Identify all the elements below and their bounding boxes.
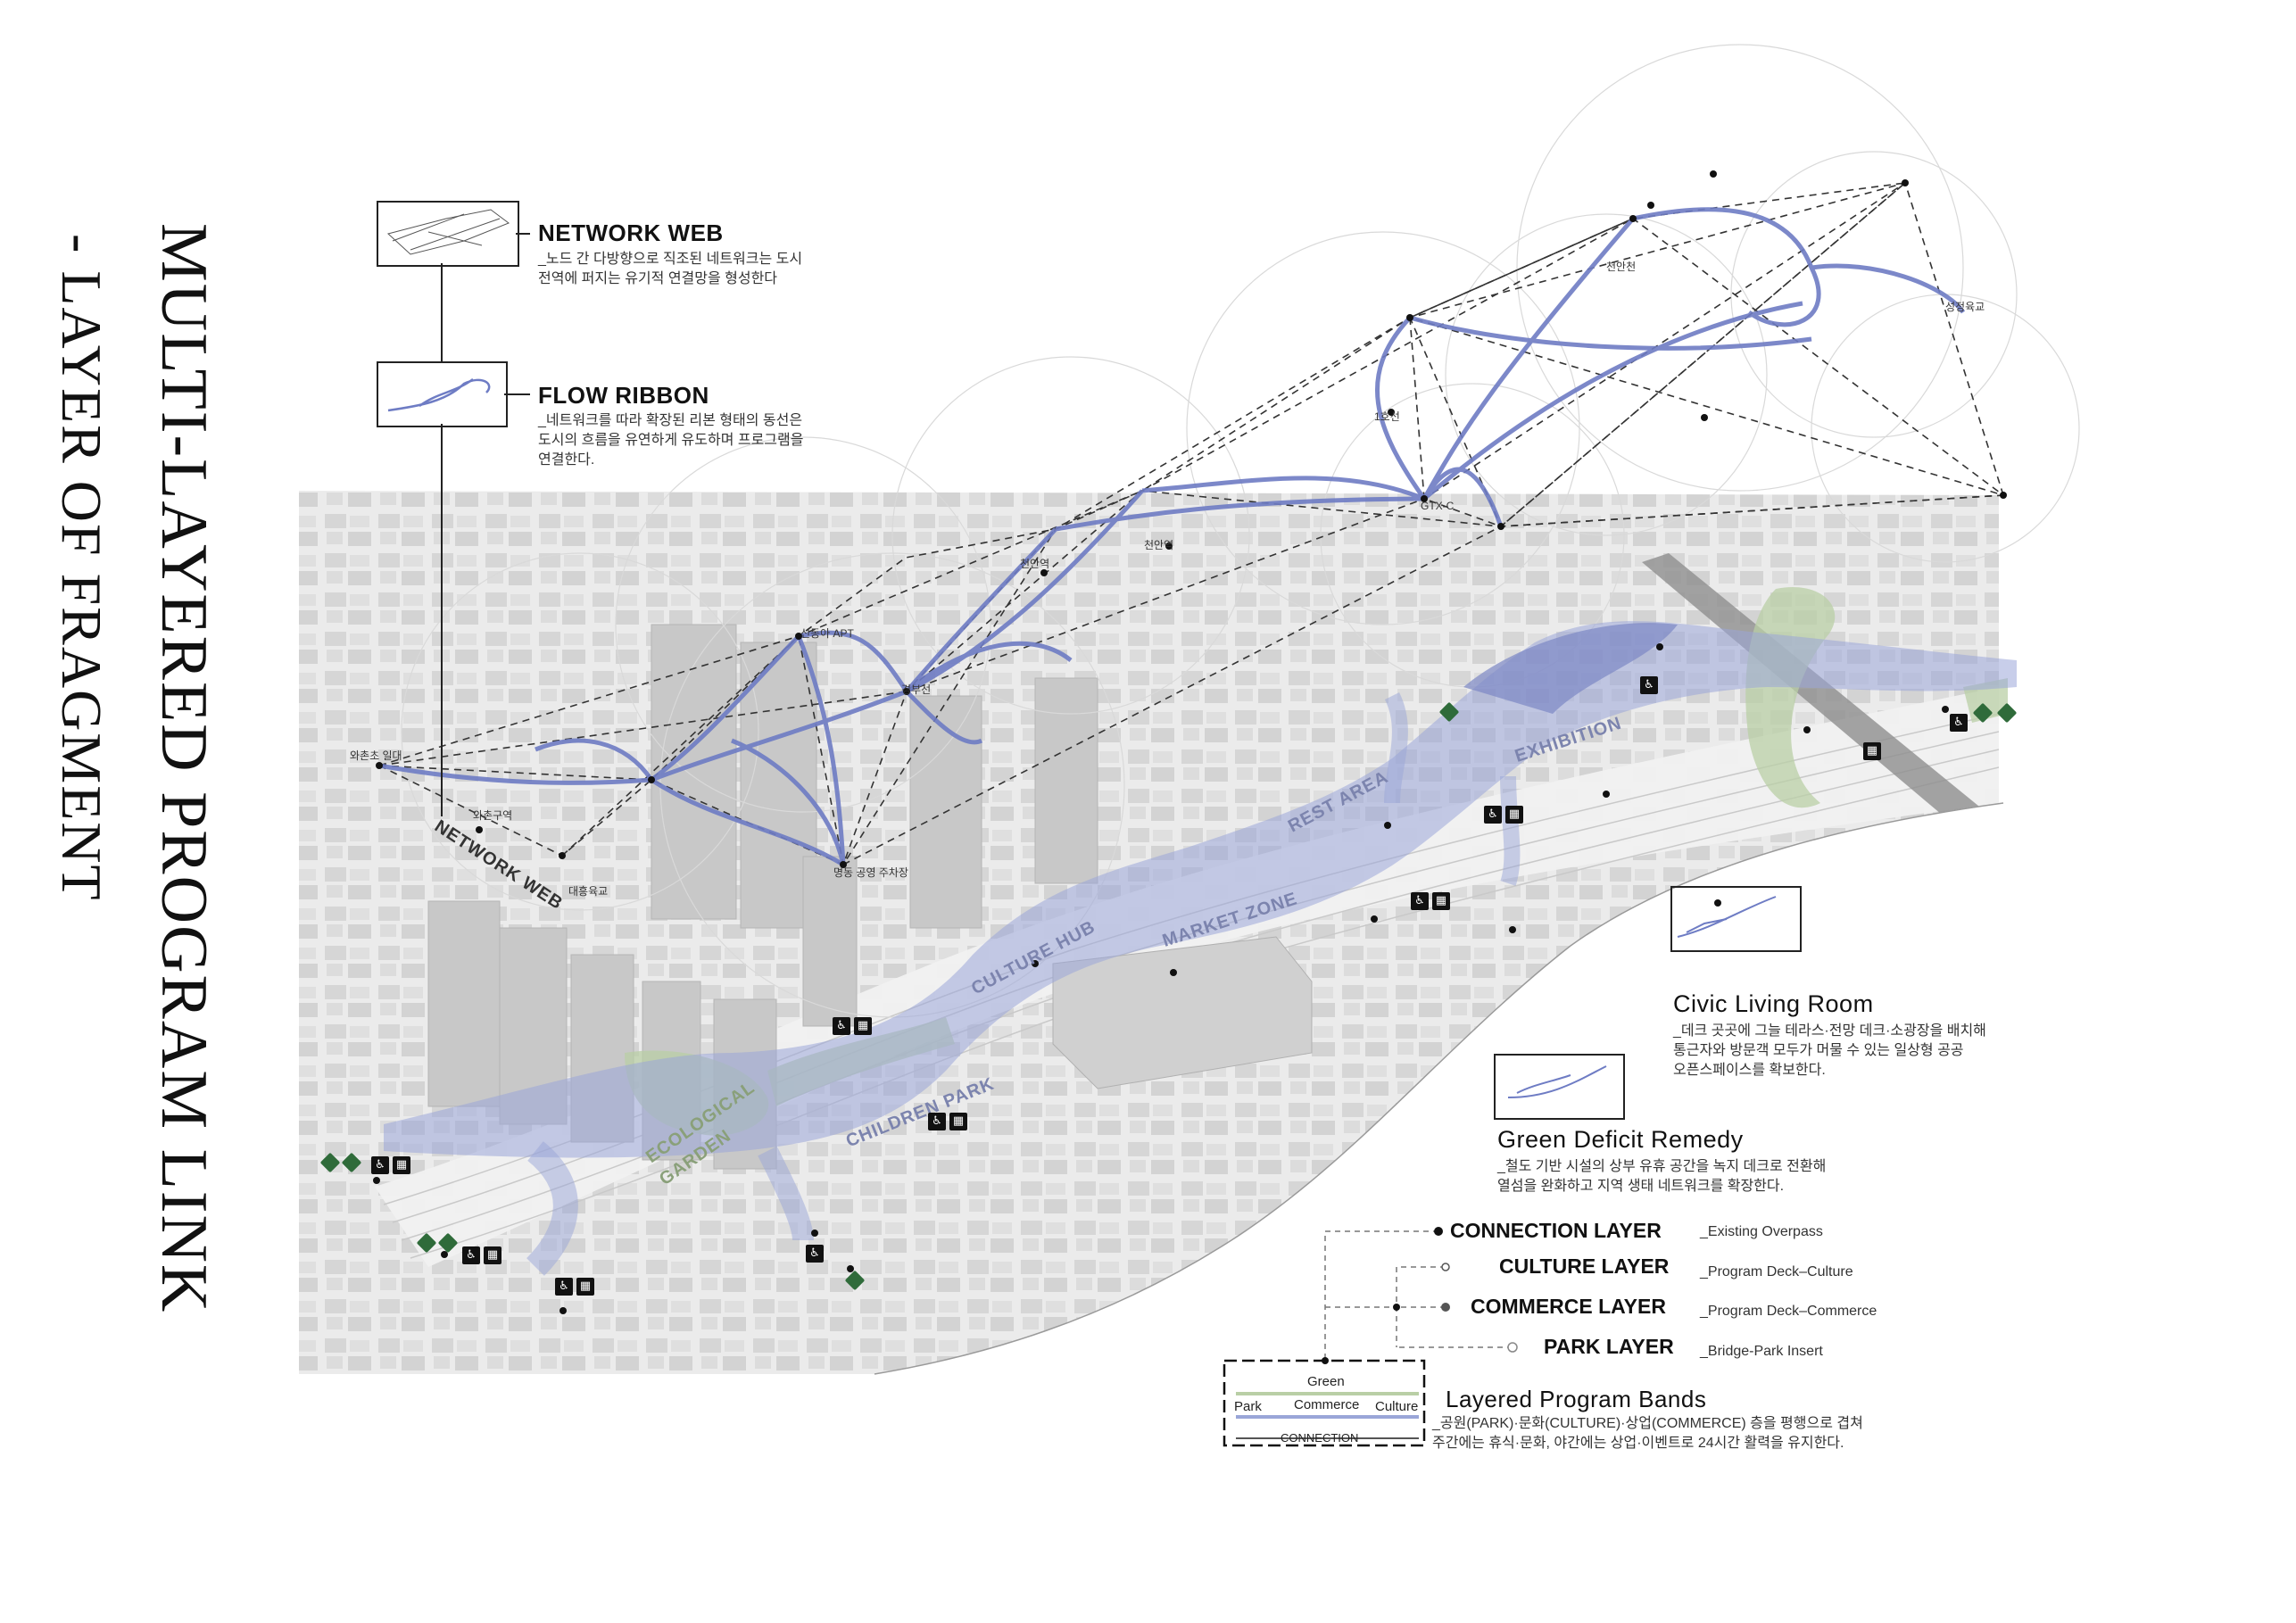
network-web-thumbnail [377,201,519,267]
legend-park-sub: _Bridge-Park Insert [1700,1344,1823,1359]
node-label: 명동 공영 주차장 [833,866,908,879]
flow-ribbon-desc-2: 도시의 흐름을 유연하게 유도하며 프로그램을 [538,433,804,448]
network-nodes [373,170,2007,1314]
green-deficit-thumbnail [1494,1054,1625,1120]
thumb-green-drawing [1507,1065,1607,1098]
green-deficit-title: Green Deficit Remedy [1497,1126,1744,1153]
node-label: 1호선 [1374,410,1400,423]
legend-connectors [1324,1230,1513,1361]
legend-culture-layer: CULTURE LAYER [1499,1255,1670,1278]
thumb-flow-ribbon-drawing [387,377,491,412]
node-label: 천안역 [1144,539,1174,551]
page-title: MULTI-LAYERED PROGRAM LINK [147,223,220,1314]
node-label: 와촌초 일대 [350,749,402,762]
thumb-civic-drawing [1677,896,1777,938]
node-label: 와촌구역 [473,809,513,822]
bands-box-park: Park [1234,1399,1262,1414]
civic-living-room-desc-1: _데크 곳곳에 그늘 테라스·전망 데크·소광장을 배치해 [1673,1023,1986,1039]
building-icon: ▦ [393,1156,410,1174]
map-boundary-curve [874,802,2004,1375]
node-label: 대흥육교 [568,885,609,898]
legend-commerce-layer: COMMERCE LAYER [1471,1295,1666,1318]
building-icon: ▦ [1863,742,1881,760]
legend-connection-layer: CONNECTION LAYER [1450,1219,1662,1242]
person-icon: ♿ [555,1278,573,1296]
green-deficit-desc-1: _철도 기반 시설의 상부 유휴 공간을 녹지 데크로 전환해 [1497,1159,1827,1174]
person-icon: ♿ [1640,676,1658,694]
building-icon: ▦ [1505,806,1523,824]
node-label: 경부선 [901,683,932,696]
network-web-title: NETWORK WEB [538,219,724,246]
person-icon: ♿ [1411,892,1429,910]
bands-box-green: Green [1307,1374,1345,1389]
bands-box-commerce: Commerce [1294,1397,1360,1412]
flow-ribbon-thumbnail [377,361,508,427]
person-icon: ♿ [1484,806,1502,824]
flow-ribbon-desc-3: 연결한다. [538,452,595,468]
bands-box-connection: CONNECTION [1281,1431,1359,1445]
page-subtitle: - LAYER OF FRAGMENT [50,234,113,902]
civic-living-room-desc-3: 오픈스페이스를 확보한다. [1673,1063,1826,1078]
building-icon: ▦ [1432,892,1450,910]
node-label: GTX-C [1421,500,1455,512]
person-icon: ♿ [462,1246,480,1264]
network-web-desc-1: _노드 간 다방향으로 직조된 네트워크는 도시 [538,252,803,267]
layered-bands-desc-1: _공원(PARK)·문화(CULTURE)·상업(COMMERCE) 층을 평행… [1432,1416,1863,1431]
person-icon: ♿ [928,1113,946,1130]
civic-living-room-title: Civic Living Room [1673,990,1874,1017]
civic-living-room-thumbnail [1670,886,1802,952]
building-icon: ▦ [949,1113,967,1130]
program-bands-box [1223,1359,1426,1447]
layered-bands-title: Layered Program Bands [1446,1386,1707,1412]
legend-park-layer: PARK LAYER [1544,1335,1674,1358]
bands-box-culture: Culture [1375,1399,1419,1414]
building-icon: ▦ [854,1017,872,1035]
building-icon: ▦ [484,1246,501,1264]
flow-ribbon-arcs [378,207,1966,867]
person-icon: ♿ [1950,714,1968,732]
person-icon: ♿ [806,1245,824,1263]
layered-bands-desc-2: 주간에는 휴식·문화, 야간에는 상업·이벤트로 24시간 활력을 유지한다. [1432,1436,1844,1451]
node-label: 천안역 [1020,558,1050,570]
person-icon: ♿ [833,1017,850,1035]
person-icon: ♿ [371,1156,389,1174]
building-icon: ▦ [576,1278,594,1296]
node-label: 성정육교 [1945,301,1985,313]
network-web-desc-2: 전역에 퍼지는 유기적 연결망을 형성한다 [538,271,778,286]
node-label: 신동아 APT [800,627,854,640]
civic-living-room-desc-2: 통근자와 방문객 모두가 머물 수 있는 일상형 공공 [1673,1043,1964,1058]
flow-ribbon-title: FLOW RIBBON [538,382,709,409]
flow-ribbon-desc-1: _네트워크를 따라 확장된 리본 형태의 동선은 [538,413,803,428]
node-label: 천안천 [1606,261,1637,273]
legend-culture-sub: _Program Deck–Culture [1700,1264,1853,1279]
legend-connection-sub: _Existing Overpass [1700,1224,1823,1239]
thumb-network-web-drawing [386,209,510,255]
legend-commerce-sub: _Program Deck–Commerce [1700,1304,1877,1319]
green-deficit-desc-2: 열섬을 완화하고 지역 생태 네트워크를 확장한다. [1497,1179,1785,1194]
program-deck-ribbon [384,621,2017,1276]
